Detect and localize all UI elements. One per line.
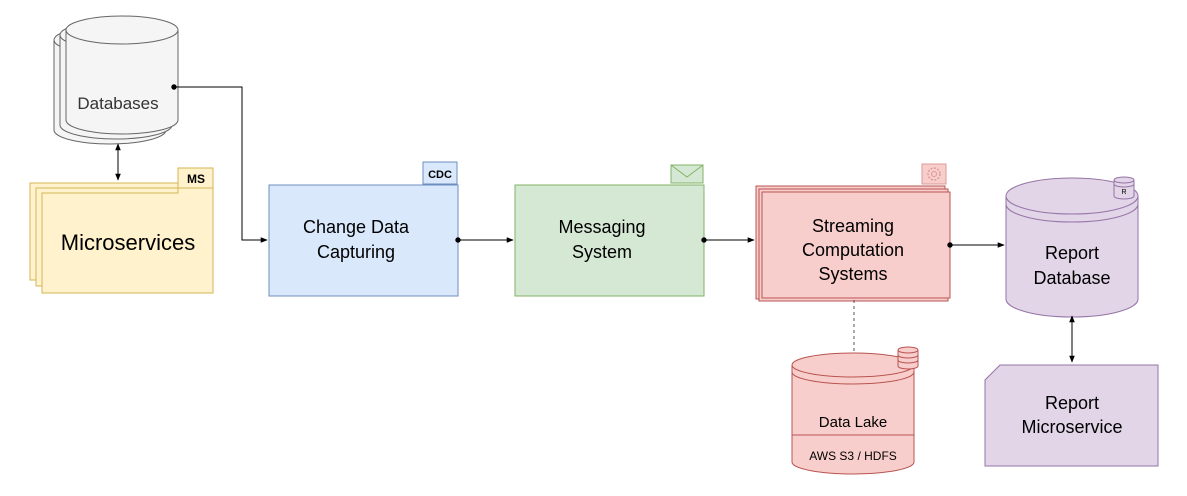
connectors: [115, 84, 1075, 363]
microservices-label: Microservices: [61, 230, 195, 255]
data-lake-node: Data Lake AWS S3 / HDFS: [791, 346, 919, 475]
edge-databases-to-cdc-dot: [171, 84, 177, 90]
cdc-node: CDC Change Data Capturing: [268, 161, 459, 297]
microservices-node: MS Microservices: [29, 167, 214, 294]
report-db-badge: R: [1121, 189, 1126, 196]
report-ms-label-line1: Report: [1045, 393, 1099, 413]
data-lake-badge-icon: [897, 346, 919, 370]
streaming-label-line1: Streaming: [812, 216, 894, 236]
edge-messaging-to-streaming-dot: [701, 237, 707, 243]
streaming-label-line3: Systems: [818, 264, 887, 284]
report-db-node: R Report Database: [1005, 176, 1139, 318]
edge-databases-to-cdc: [174, 86, 268, 243]
edge-cdc-to-messaging-dot: [455, 237, 461, 243]
report-ms-node: Report Microservice: [984, 364, 1159, 467]
streaming-label-line2: Computation: [802, 240, 904, 260]
cdc-label-line1: Change Data: [303, 217, 410, 237]
edge-streaming-to-report-db-dot: [947, 242, 953, 248]
databases-label: Databases: [77, 94, 158, 113]
streaming-node: Streaming Computation Systems: [755, 163, 951, 302]
databases-node: Databases: [53, 15, 179, 145]
data-lake-sublabel: AWS S3 / HDFS: [809, 449, 897, 463]
messaging-node: Messaging System: [514, 164, 705, 297]
report-db-badge-icon: R: [1113, 176, 1135, 200]
cdc-badge: CDC: [428, 169, 452, 181]
report-db-label-line1: Report: [1045, 243, 1099, 263]
messaging-label-line1: Messaging: [558, 217, 645, 237]
cdc-label-line2: Capturing: [317, 242, 395, 262]
data-lake-label: Data Lake: [819, 414, 887, 431]
envelope-icon: [670, 164, 704, 184]
gear-icon: [921, 163, 947, 185]
report-db-label-line2: Database: [1033, 268, 1110, 288]
ms-badge: MS: [187, 172, 205, 186]
messaging-label-line2: System: [572, 242, 632, 262]
report-ms-label-line2: Microservice: [1021, 417, 1122, 437]
